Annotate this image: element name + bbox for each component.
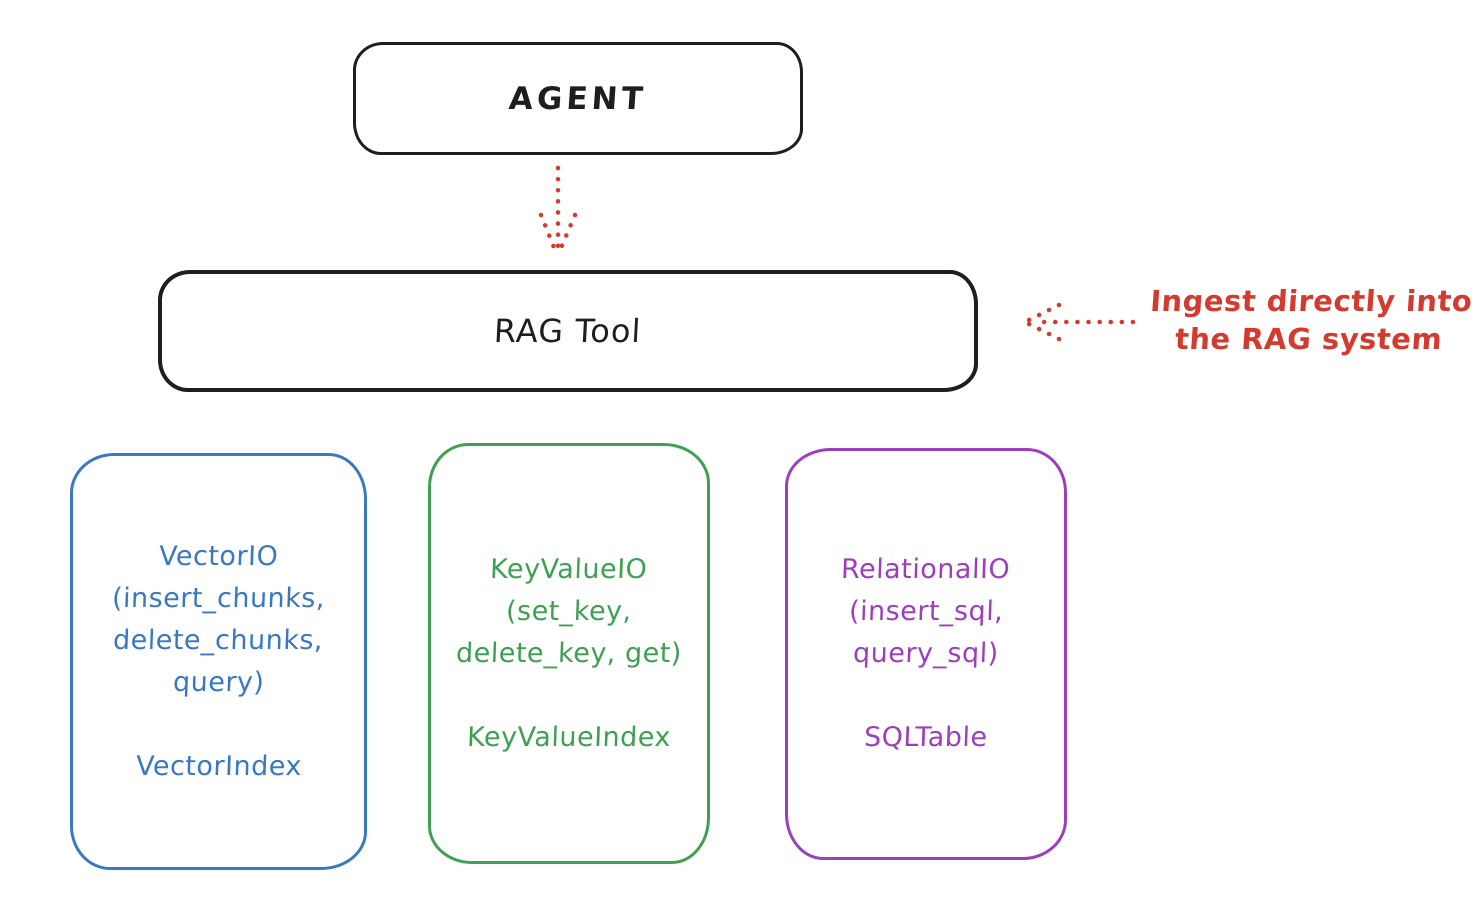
relational-io-line: (insert_sql, <box>848 596 1004 627</box>
sqltable-label: SQLTable <box>863 722 989 753</box>
keyvalue-io-line: KeyValueIO <box>489 553 649 585</box>
agent-to-ragtool-arrow <box>538 165 578 258</box>
rag-tool-label: RAG Tool <box>493 312 643 350</box>
relational-io-line: RelationalIO <box>840 554 1012 585</box>
ingest-annotation: Ingest directly into the RAG system <box>1137 282 1482 358</box>
vector-io-line: query) <box>172 666 265 698</box>
ingest-arrow <box>1022 302 1136 342</box>
keyvalue-index-label: KeyValueIndex <box>466 721 672 753</box>
vector-io-box: VectorIO (insert_chunks, delete_chunks, … <box>70 453 367 870</box>
vector-io-line: VectorIO <box>158 540 279 572</box>
agent-box: AGENT <box>353 42 803 155</box>
ingest-annotation-line2: the RAG system <box>1173 322 1444 356</box>
relational-io-box: RelationalIO (insert_sql, query_sql) SQL… <box>785 448 1067 860</box>
ingest-annotation-line1: Ingest directly into <box>1149 284 1474 318</box>
relational-io-line: query_sql) <box>852 638 1000 669</box>
rag-tool-box: RAG Tool <box>158 270 978 392</box>
vector-index-label: VectorIndex <box>135 750 302 782</box>
vector-io-line: delete_chunks, <box>112 624 325 656</box>
vector-io-line: (insert_chunks, <box>111 582 326 614</box>
keyvalue-io-line: delete_key, get) <box>455 637 683 669</box>
agent-label: AGENT <box>507 80 649 117</box>
keyvalue-io-line: (set_key, <box>505 595 633 627</box>
keyvalue-io-box: KeyValueIO (set_key, delete_key, get) Ke… <box>428 443 710 864</box>
